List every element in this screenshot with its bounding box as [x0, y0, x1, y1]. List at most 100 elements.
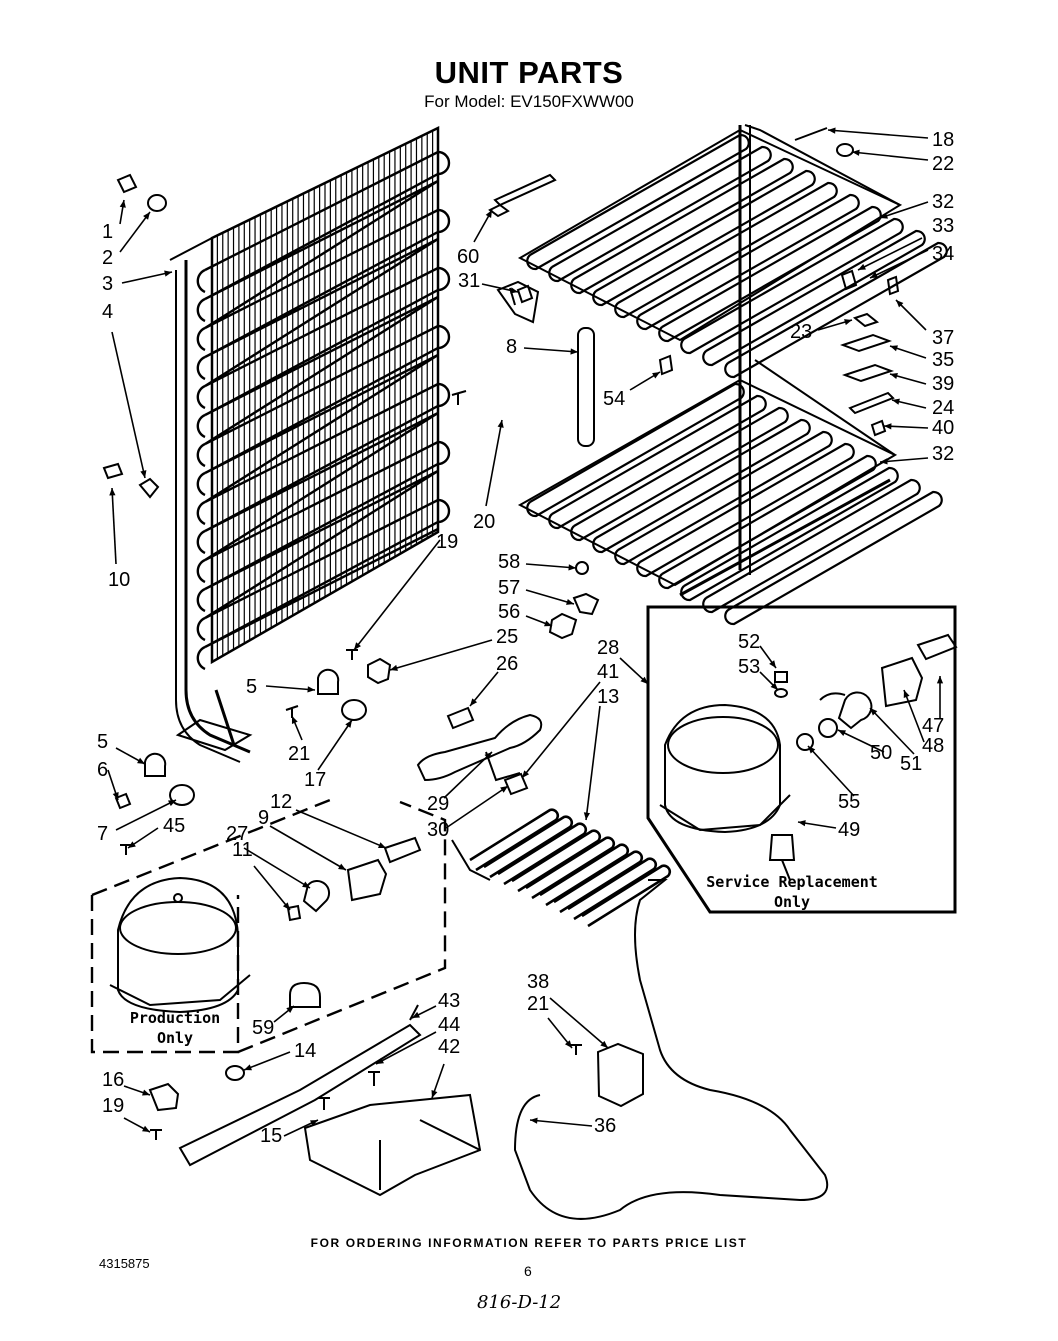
- callout-c31: 31: [458, 270, 480, 292]
- leader-c14: [243, 1051, 291, 1071]
- callout-c29: 29: [427, 793, 449, 815]
- production-only-box: [90, 798, 447, 1054]
- callout-c12: 12: [270, 791, 292, 813]
- callout-c34: 34: [932, 243, 954, 265]
- service-only-box: [646, 605, 957, 914]
- leader-c33: [857, 237, 923, 271]
- callout-c39: 39: [932, 373, 954, 395]
- callout-c55: 55: [838, 791, 860, 813]
- heat-exchanger-coil: [469, 808, 672, 928]
- leader-c51: [869, 707, 915, 755]
- leader-c2: [119, 211, 151, 253]
- callout-c19b: 19: [436, 531, 458, 553]
- leader-c13: [585, 705, 601, 821]
- production-compressor: [109, 876, 251, 1014]
- leader-c7: [115, 799, 177, 831]
- callout-c57: 57: [498, 577, 520, 599]
- callout-c24: 24: [932, 397, 954, 419]
- callout-c22: 22: [932, 153, 954, 175]
- callout-c47: 47: [922, 715, 944, 737]
- mounting-rail: [178, 1023, 422, 1167]
- evaporator-upper-shelf: [517, 128, 948, 379]
- leader-c29: [443, 751, 493, 799]
- callout-c58: 58: [498, 551, 520, 573]
- page-title: UNIT PARTS: [434, 55, 624, 90]
- grommet-26: [446, 706, 475, 730]
- leader-c27: [243, 847, 311, 889]
- condenser-assembly: [169, 126, 451, 763]
- callout-c49: 49: [838, 819, 860, 841]
- ordering-info-footer: FOR ORDERING INFORMATION REFER TO PARTS …: [310, 1236, 748, 1250]
- callout-c33: 33: [932, 215, 954, 237]
- model-subtitle: For Model: EV150FXWW00: [424, 92, 634, 111]
- leader-c20: [485, 419, 503, 507]
- leader-c11: [253, 865, 291, 911]
- clip-57: [572, 592, 600, 616]
- overload-27: [302, 879, 331, 913]
- bracket-20: [496, 280, 540, 324]
- leader-c12: [295, 809, 387, 849]
- leader-c25: [389, 639, 493, 671]
- callout-c53: 53: [738, 656, 760, 678]
- leader-c32a: [879, 201, 929, 219]
- production-note-line1: Production: [129, 1009, 221, 1027]
- leader-c10: [111, 487, 117, 565]
- cover-47: [916, 633, 958, 661]
- leader-c41: [521, 681, 601, 779]
- callout-c3: 3: [102, 273, 113, 295]
- washer-55: [796, 733, 814, 751]
- callout-c27: 27: [226, 823, 248, 845]
- clip-16: [148, 1082, 180, 1112]
- callout-c40: 40: [932, 417, 954, 439]
- leader-c36: [529, 1119, 593, 1127]
- callout-c18: 18: [932, 129, 954, 151]
- service-note-line1: Service Replacement: [706, 873, 878, 891]
- grommet-56: [548, 612, 578, 640]
- callout-c15: 15: [260, 1125, 282, 1147]
- tie-strap: [493, 173, 557, 207]
- leader-c18: [827, 129, 929, 139]
- leader-c57: [525, 589, 575, 605]
- clip-25: [367, 657, 392, 685]
- callout-c6: 6: [97, 759, 108, 781]
- leader-c32b: [879, 457, 929, 463]
- handwritten-note: 816-D-12: [477, 1292, 562, 1313]
- relay-59: [289, 981, 321, 1008]
- production-note-line2: Only: [156, 1029, 194, 1047]
- clip-35: [840, 333, 892, 353]
- strip-24: [848, 391, 895, 415]
- callout-c8: 8: [506, 336, 517, 358]
- document-number: 4315875: [99, 1256, 150, 1271]
- leader-c17: [317, 719, 353, 771]
- callout-c45: 45: [163, 815, 185, 837]
- leader-c3: [121, 271, 173, 284]
- callout-c38: 38: [527, 971, 549, 993]
- terminal-block-38: [596, 1042, 644, 1108]
- grommet-17: [341, 699, 367, 721]
- callout-c43: 43: [438, 990, 460, 1012]
- callout-c4: 4: [102, 301, 113, 323]
- callout-c16: 16: [102, 1069, 124, 1091]
- callout-c60: 60: [457, 246, 479, 268]
- relay-9: [346, 858, 388, 902]
- callout-c26: 26: [496, 653, 518, 675]
- callout-c52: 52: [738, 631, 760, 653]
- overload-51: [837, 691, 873, 730]
- callout-c23: 23: [790, 321, 812, 343]
- leader-c38: [549, 997, 609, 1049]
- callout-c5a: 5: [246, 676, 257, 698]
- capacitor-49: [768, 834, 796, 861]
- leader-c55: [807, 745, 855, 797]
- callout-c20: 20: [473, 511, 495, 533]
- callout-c21b: 21: [527, 993, 549, 1015]
- callout-c14: 14: [294, 1040, 316, 1062]
- callout-c36: 36: [594, 1115, 616, 1137]
- leader-c58: [525, 563, 577, 569]
- leader-c44: [375, 1031, 437, 1065]
- leader-c48: [903, 689, 925, 743]
- callout-c28: 28: [597, 637, 619, 659]
- callout-c56: 56: [498, 601, 520, 623]
- leader-c22: [851, 151, 929, 161]
